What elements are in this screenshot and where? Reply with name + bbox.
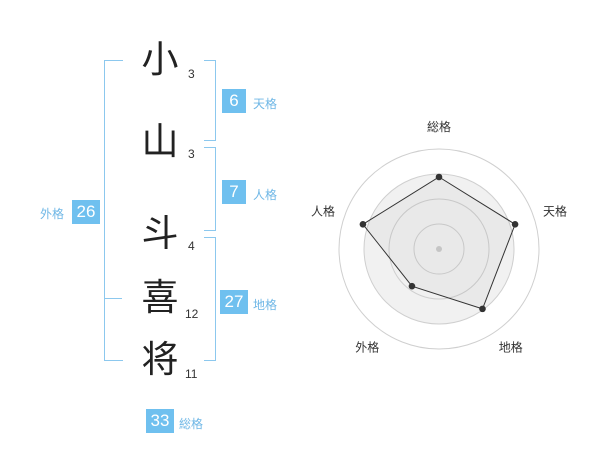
radar-series-polygon — [362, 176, 516, 310]
name-char-4: 喜 — [141, 276, 179, 319]
chikaku-value-box: 27 — [220, 290, 248, 314]
radar-ring-2 — [388, 198, 490, 300]
stroke-count-3: 4 — [188, 239, 195, 253]
stroke-count-5: 11 — [185, 367, 198, 381]
radar-point-5 — [359, 220, 367, 228]
radar-ring-1 — [413, 223, 465, 275]
radar-point-3 — [479, 305, 486, 313]
gaikaku-bracket — [104, 60, 123, 361]
stroke-count-1: 3 — [188, 67, 195, 81]
radar-point-4 — [408, 282, 416, 290]
radar-axis-label-1: 総格 — [427, 119, 451, 134]
radar-axis-label-2: 天格 — [543, 203, 567, 218]
chikaku-bracket — [204, 237, 216, 361]
radar-axis-label-3: 地格 — [499, 340, 523, 355]
soukaku-label: 総格 — [179, 417, 204, 431]
gaikaku-bracket-divider — [104, 298, 122, 299]
radar-ring-4 — [338, 148, 540, 350]
jinkaku-value-box: 7 — [222, 180, 246, 204]
stroke-count-4: 12 — [185, 307, 199, 321]
radar-axis-label-5: 人格 — [311, 203, 335, 218]
chikaku-label: 地格 — [253, 298, 278, 312]
name-char-3: 斗 — [141, 212, 179, 255]
radar-center-dot — [436, 246, 442, 252]
gaikaku-value-box: 26 — [72, 200, 100, 224]
soukaku-value-box: 33 — [146, 409, 174, 433]
tenkaku-value-box: 6 — [222, 89, 246, 113]
jinkaku-label: 人格 — [253, 188, 278, 202]
name-char-2: 山 — [141, 120, 179, 163]
gaikaku-label: 外格 — [40, 207, 65, 221]
name-char-5: 将 — [141, 338, 179, 381]
stroke-count-2: 3 — [188, 147, 195, 161]
radar-axis-label-4: 外格 — [355, 340, 379, 355]
tenkaku-bracket — [204, 60, 216, 141]
tenkaku-label: 天格 — [253, 97, 278, 111]
jinkaku-bracket — [204, 147, 216, 231]
radar-point-2 — [511, 220, 519, 228]
name-char-1: 小 — [141, 38, 179, 81]
radar-point-1 — [435, 173, 443, 181]
